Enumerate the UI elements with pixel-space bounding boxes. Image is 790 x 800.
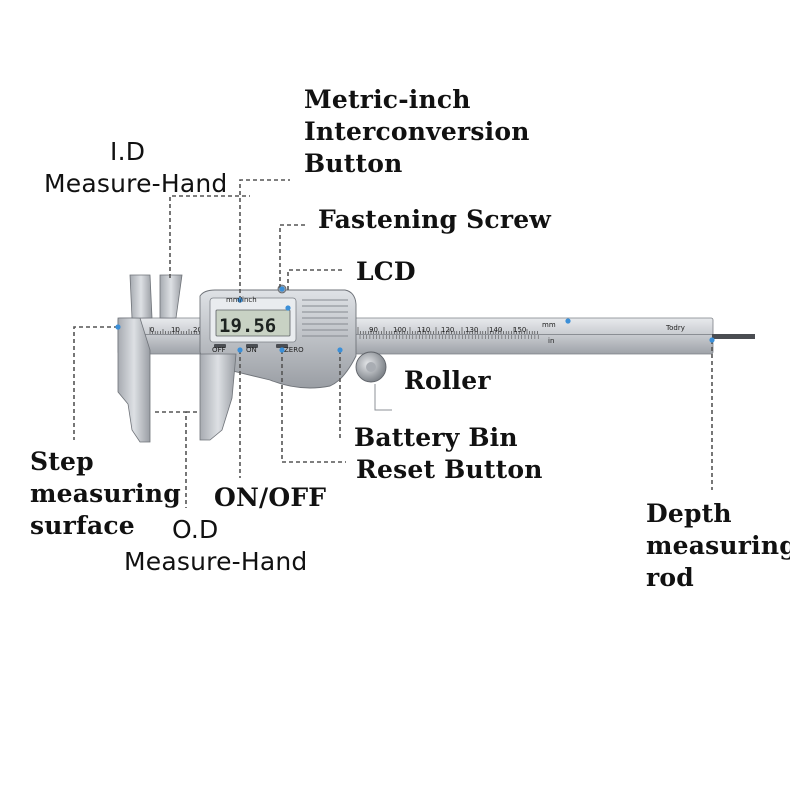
scale-number: 90	[369, 326, 378, 334]
label-fastening-screw: Fastening Screw	[318, 205, 552, 234]
unit-in-label: in	[548, 337, 554, 345]
label-metric-inch-button: Metric-inch Interconversion Button	[304, 85, 530, 178]
scale-number: 20	[193, 326, 202, 334]
sliding-body	[199, 284, 357, 441]
label-step-measuring-surface: Step measuring surface	[30, 447, 181, 540]
scale-number: 120	[441, 326, 454, 334]
pointer-dots	[115, 286, 715, 353]
on-label: ON	[246, 346, 257, 354]
unit-mm-label: mm	[542, 321, 556, 329]
scale-number: 110	[417, 326, 430, 334]
off-label: OFF	[212, 346, 226, 354]
label-depth-measuring-rod: Depth measuring rod	[646, 499, 790, 592]
label-on-off: ON/OFF	[214, 483, 327, 512]
label-lcd: LCD	[356, 257, 416, 286]
label-reset-button: Reset Button	[356, 455, 543, 484]
label-od-measure-hand: O.D Measure-Hand	[124, 515, 308, 576]
mode-label: mm/inch	[226, 296, 257, 304]
zero-label: ZERO	[284, 346, 304, 354]
scale-number: 150	[513, 326, 526, 334]
lcd-reading: 19.56	[219, 315, 276, 337]
scale-number: 100	[393, 326, 406, 334]
scale-number: 10	[171, 326, 180, 334]
scale-number: 140	[489, 326, 502, 334]
scale-ticks: 0 10 20 90 100 110 120 130 140 150	[149, 326, 539, 339]
scale-number: 0	[150, 326, 154, 334]
scale-number: 130	[465, 326, 478, 334]
leader-lines	[73, 179, 713, 508]
fixed-jaw	[117, 274, 183, 443]
depth-rod-shape	[712, 334, 755, 339]
lcd-screen	[215, 309, 291, 337]
label-battery-bin: Battery Bin	[354, 423, 518, 452]
roller-wheel	[355, 351, 387, 383]
label-id-measure-hand: I.D Measure-Hand	[44, 137, 228, 198]
brand-label: Todry	[665, 324, 685, 332]
label-roller: Roller	[404, 366, 491, 395]
